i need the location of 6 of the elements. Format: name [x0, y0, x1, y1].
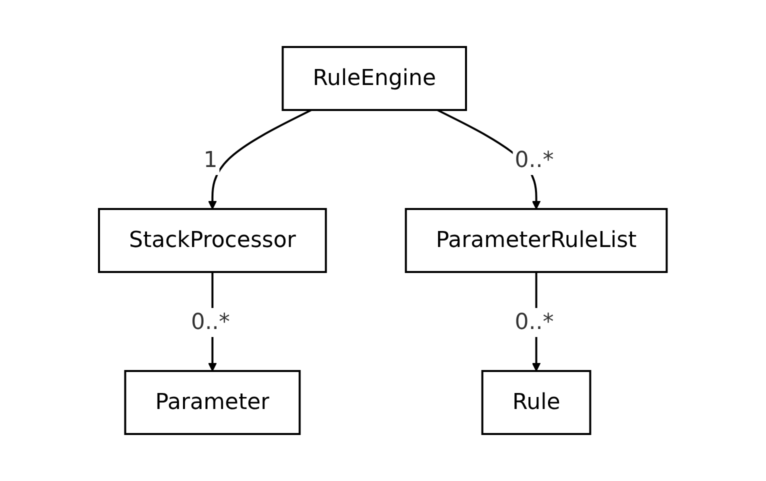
class-box: RuleEngine	[282, 46, 468, 111]
class-box: Parameter	[124, 370, 301, 435]
class-box: StackProcessor	[98, 208, 328, 273]
class-box: Rule	[482, 370, 592, 435]
association-arrow	[208, 109, 312, 210]
class-box: ParameterRuleList	[405, 208, 668, 273]
